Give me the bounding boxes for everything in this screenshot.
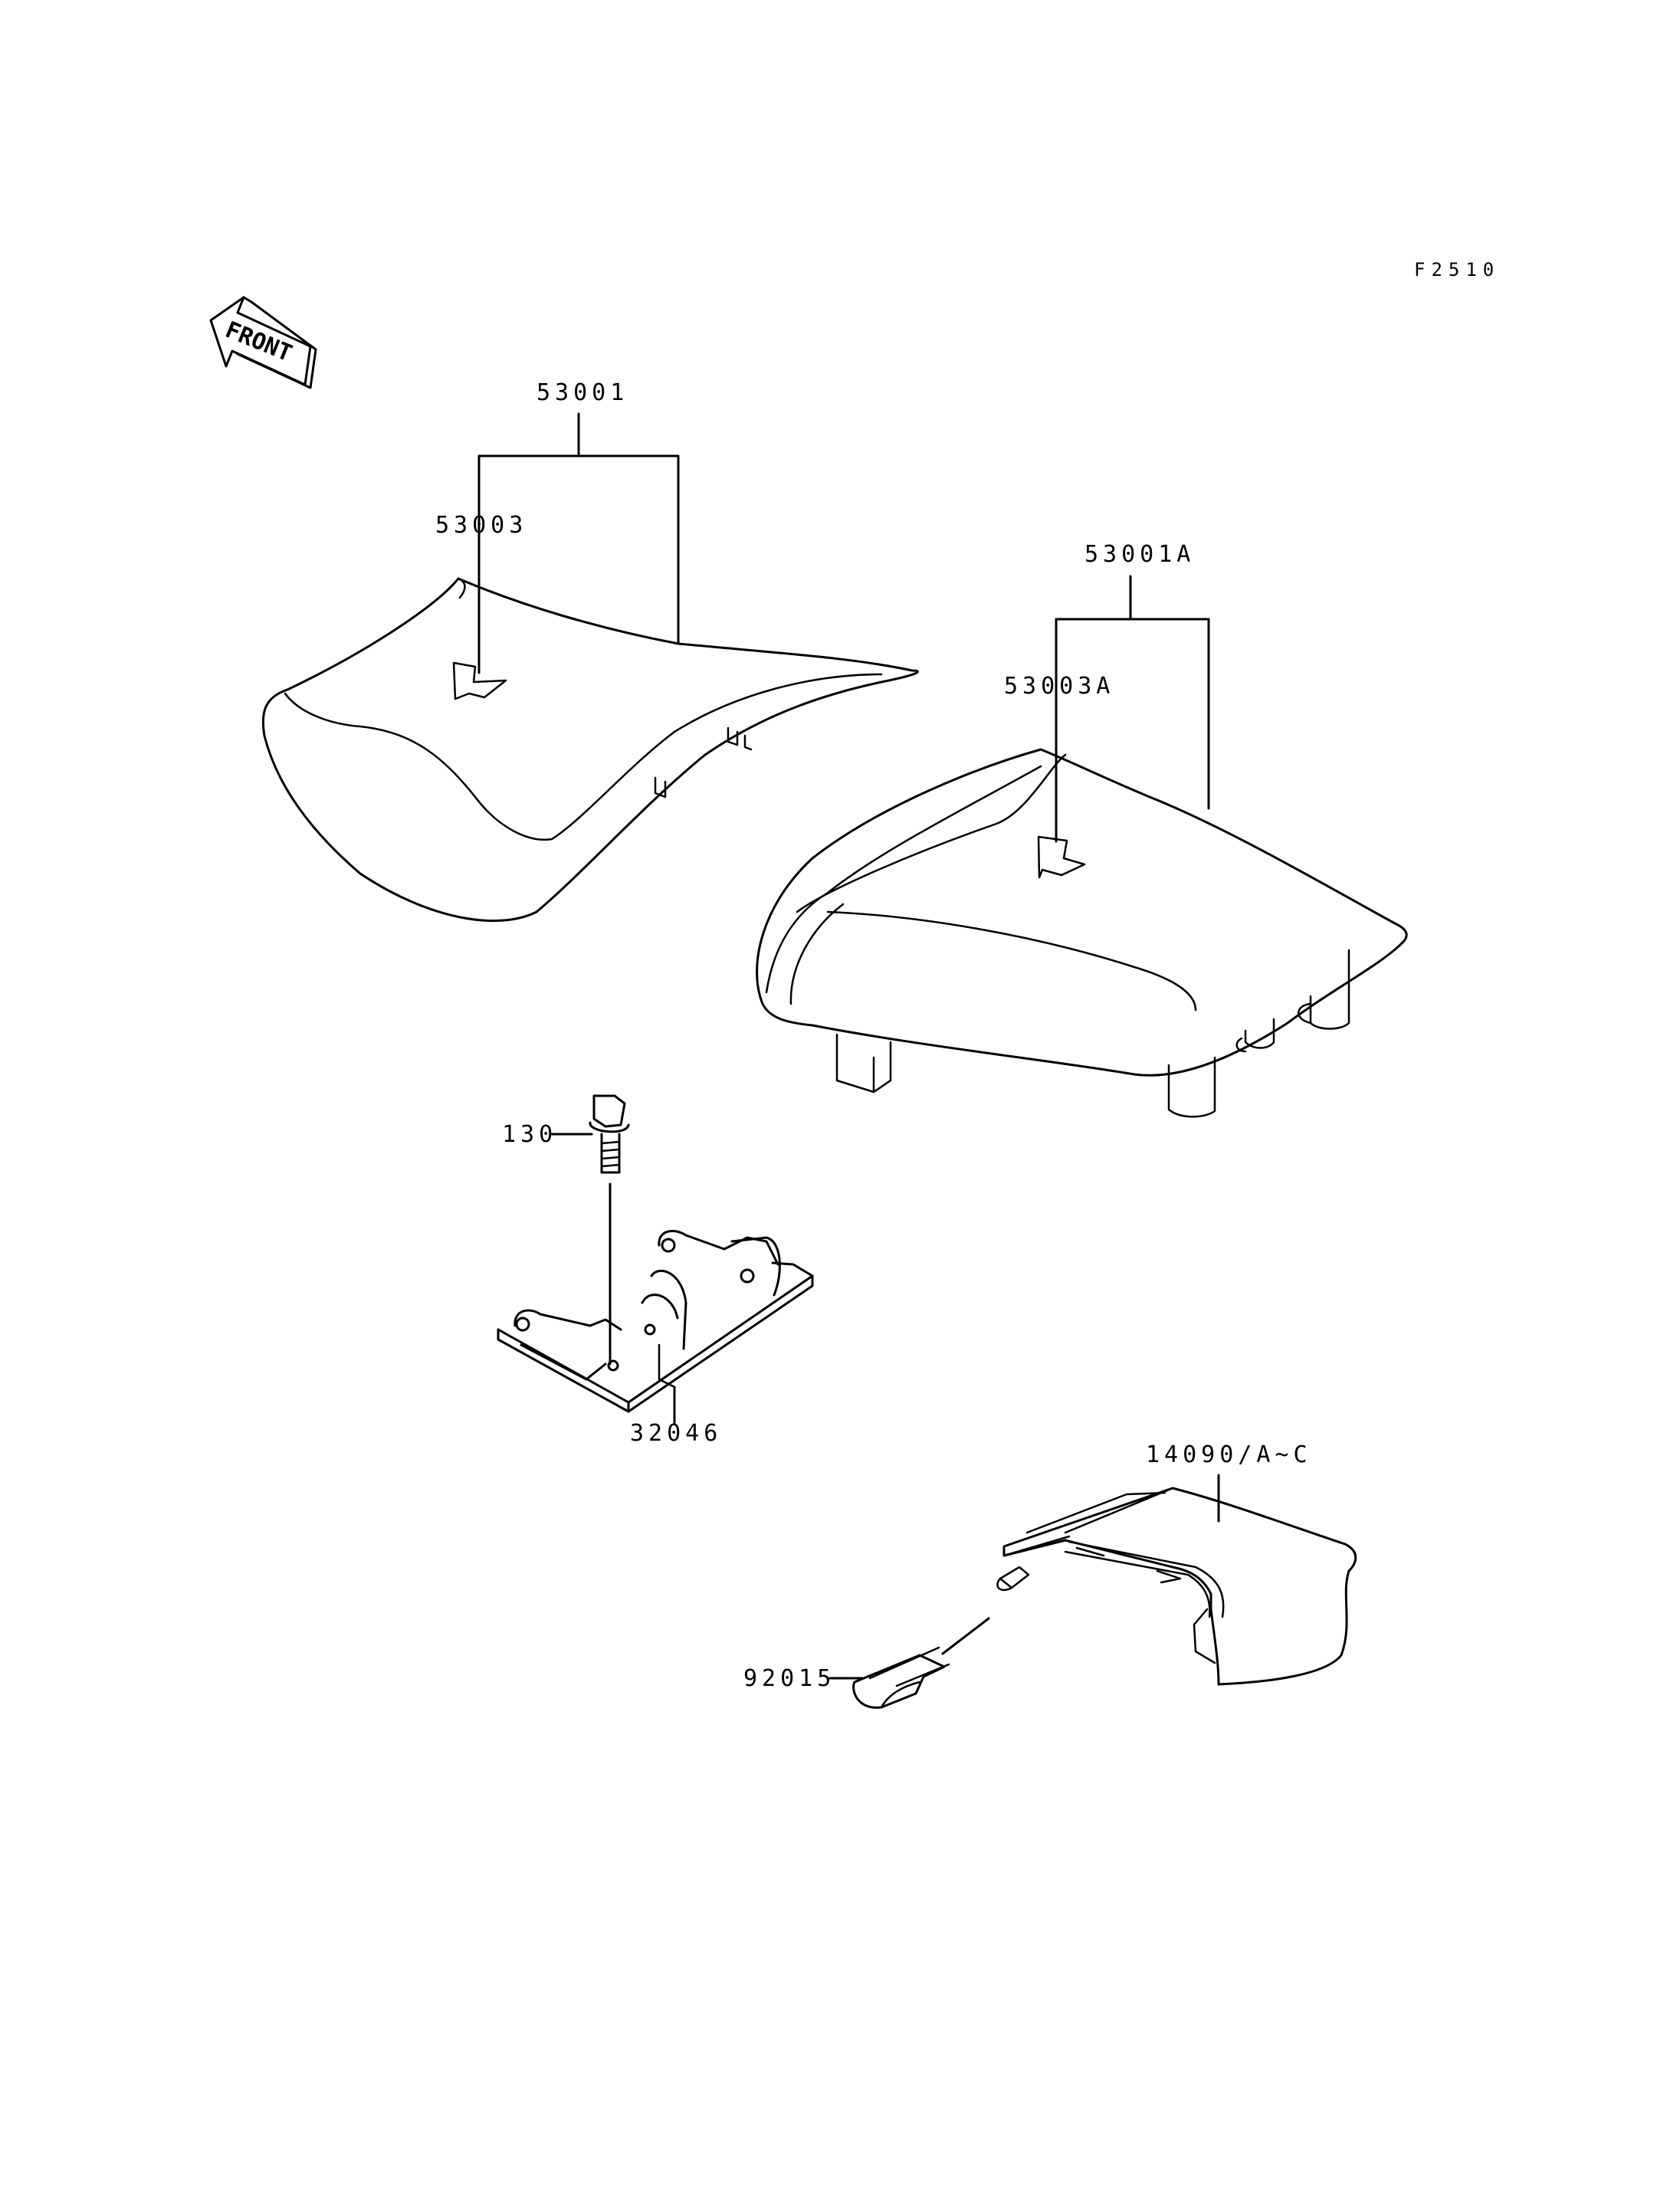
callout-32046: 32046 [630, 1420, 722, 1447]
bracket-32046 [497, 1229, 814, 1413]
front-arrow-icon: FRONT [209, 296, 317, 389]
clip-axis [941, 1617, 990, 1655]
callout-130: 130 [502, 1121, 557, 1148]
callout-53001: 53001 [536, 379, 628, 406]
callout-53001A: 53001A [1084, 541, 1195, 568]
callout-92015: 92015 [743, 1665, 835, 1692]
rear-seat [756, 748, 1408, 1118]
callout-53003A: 53003A [1004, 673, 1114, 700]
cover-14090 [996, 1487, 1357, 1686]
callout-53003: 53003 [435, 512, 527, 539]
leader-53001A-bracket [1055, 618, 1210, 810]
clip-92015 [852, 1646, 950, 1709]
leader-53001-bracket [477, 454, 680, 645]
callout-14090: 14090/A~C [1146, 1441, 1312, 1468]
bolt-130 [589, 1094, 630, 1174]
figure-code: F2510 [1414, 259, 1500, 280]
front-seat [261, 577, 919, 923]
